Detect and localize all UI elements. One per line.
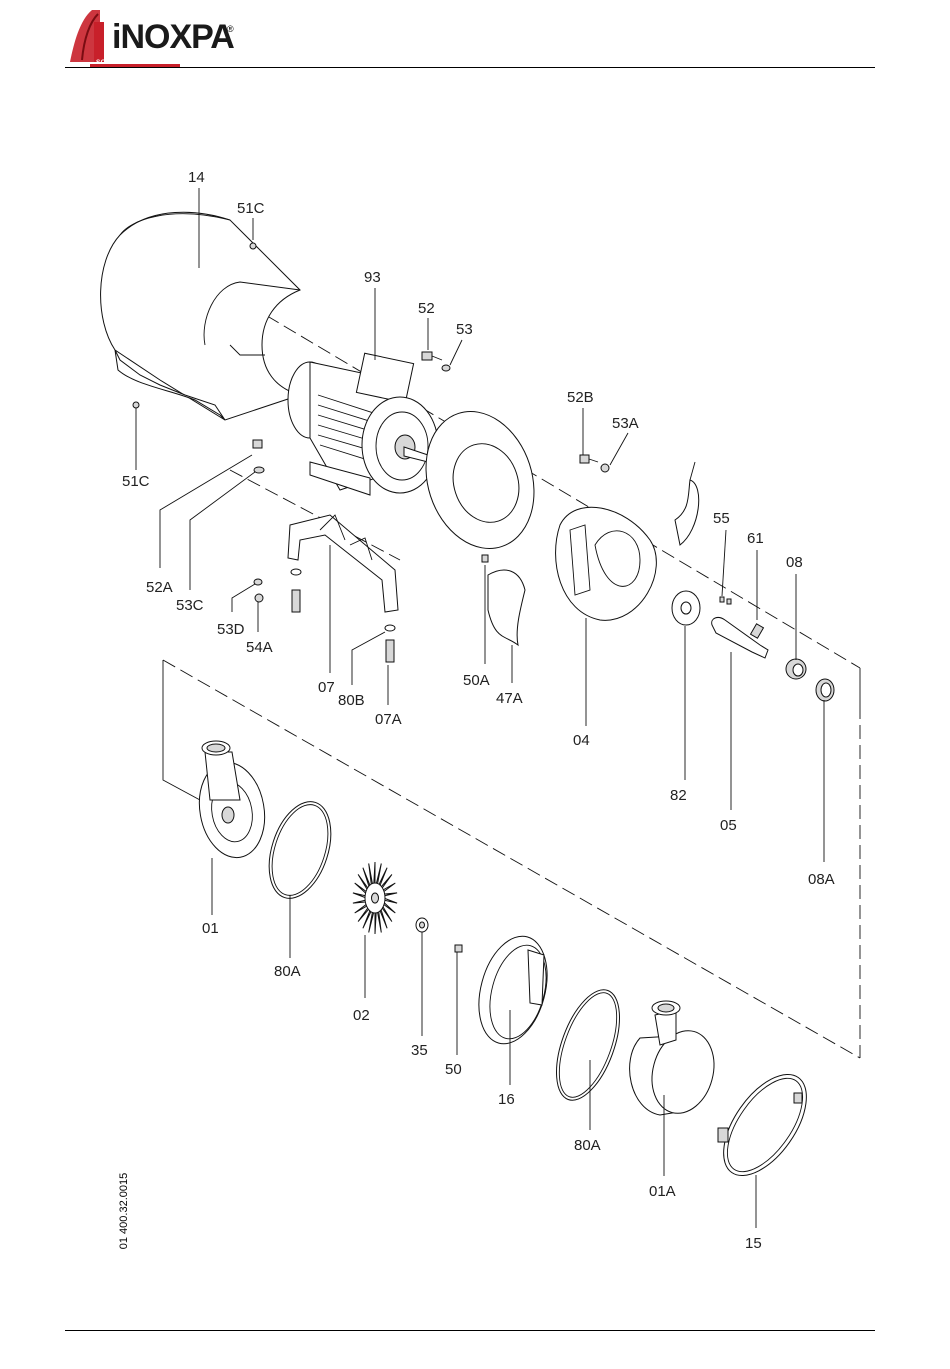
impeller-bore	[372, 893, 379, 903]
callout-51c-left: 51C	[122, 473, 150, 490]
callout-15: 15	[745, 1235, 762, 1252]
part-14-motor-shroud	[101, 212, 300, 420]
callout-52a: 52A	[146, 579, 173, 596]
callout-93: 93	[364, 269, 381, 286]
callout-80a-right: 80A	[574, 1137, 601, 1154]
callout-53: 53	[456, 321, 473, 338]
callout-16: 16	[498, 1091, 515, 1108]
part-82-spacer	[672, 591, 700, 625]
callout-05: 05	[720, 817, 737, 834]
part-02-impeller	[353, 862, 397, 934]
callout-53a: 53A	[612, 415, 639, 432]
callout-50: 50	[445, 1061, 462, 1078]
part-15-clamp	[707, 1060, 823, 1189]
callout-02: 02	[353, 1007, 370, 1024]
part-80a-oring-front	[544, 982, 633, 1109]
callout-47a: 47A	[496, 690, 523, 707]
callout-07: 07	[318, 679, 335, 696]
part-80a-oring-rear	[258, 794, 342, 906]
callout-35: 35	[411, 1042, 428, 1059]
callout-53c: 53C	[176, 597, 204, 614]
callout-01a: 01A	[649, 1183, 676, 1200]
part-47a-guard	[482, 555, 525, 645]
callout-54a: 54A	[246, 639, 273, 656]
callout-82: 82	[670, 787, 687, 804]
callout-53d: 53D	[217, 621, 245, 638]
part-07-support-legs	[254, 515, 398, 662]
part-01-casing	[192, 741, 272, 863]
part-35-nut	[416, 918, 428, 932]
callout-52: 52	[418, 300, 435, 317]
part-05-shaft	[712, 597, 768, 658]
callout-14: 14	[188, 169, 205, 186]
part-16-backplate	[468, 929, 558, 1052]
part-93-motor	[288, 353, 438, 495]
callout-55: 55	[713, 510, 730, 527]
callout-08a: 08A	[808, 871, 835, 888]
callout-08: 08	[786, 554, 803, 571]
part-08-seal	[786, 659, 834, 701]
callout-51c-top: 51C	[237, 200, 265, 217]
callout-50a: 50A	[463, 672, 490, 689]
callout-01: 01	[202, 920, 219, 937]
part-50-screw	[455, 945, 462, 952]
callout-80a-left: 80A	[274, 963, 301, 980]
callout-52b: 52B	[567, 389, 594, 406]
callout-07a: 07A	[375, 711, 402, 728]
callout-61: 61	[747, 530, 764, 547]
part-01a-front-casing	[630, 1001, 723, 1120]
callout-80b: 80B	[338, 692, 365, 709]
callout-04: 04	[573, 732, 590, 749]
